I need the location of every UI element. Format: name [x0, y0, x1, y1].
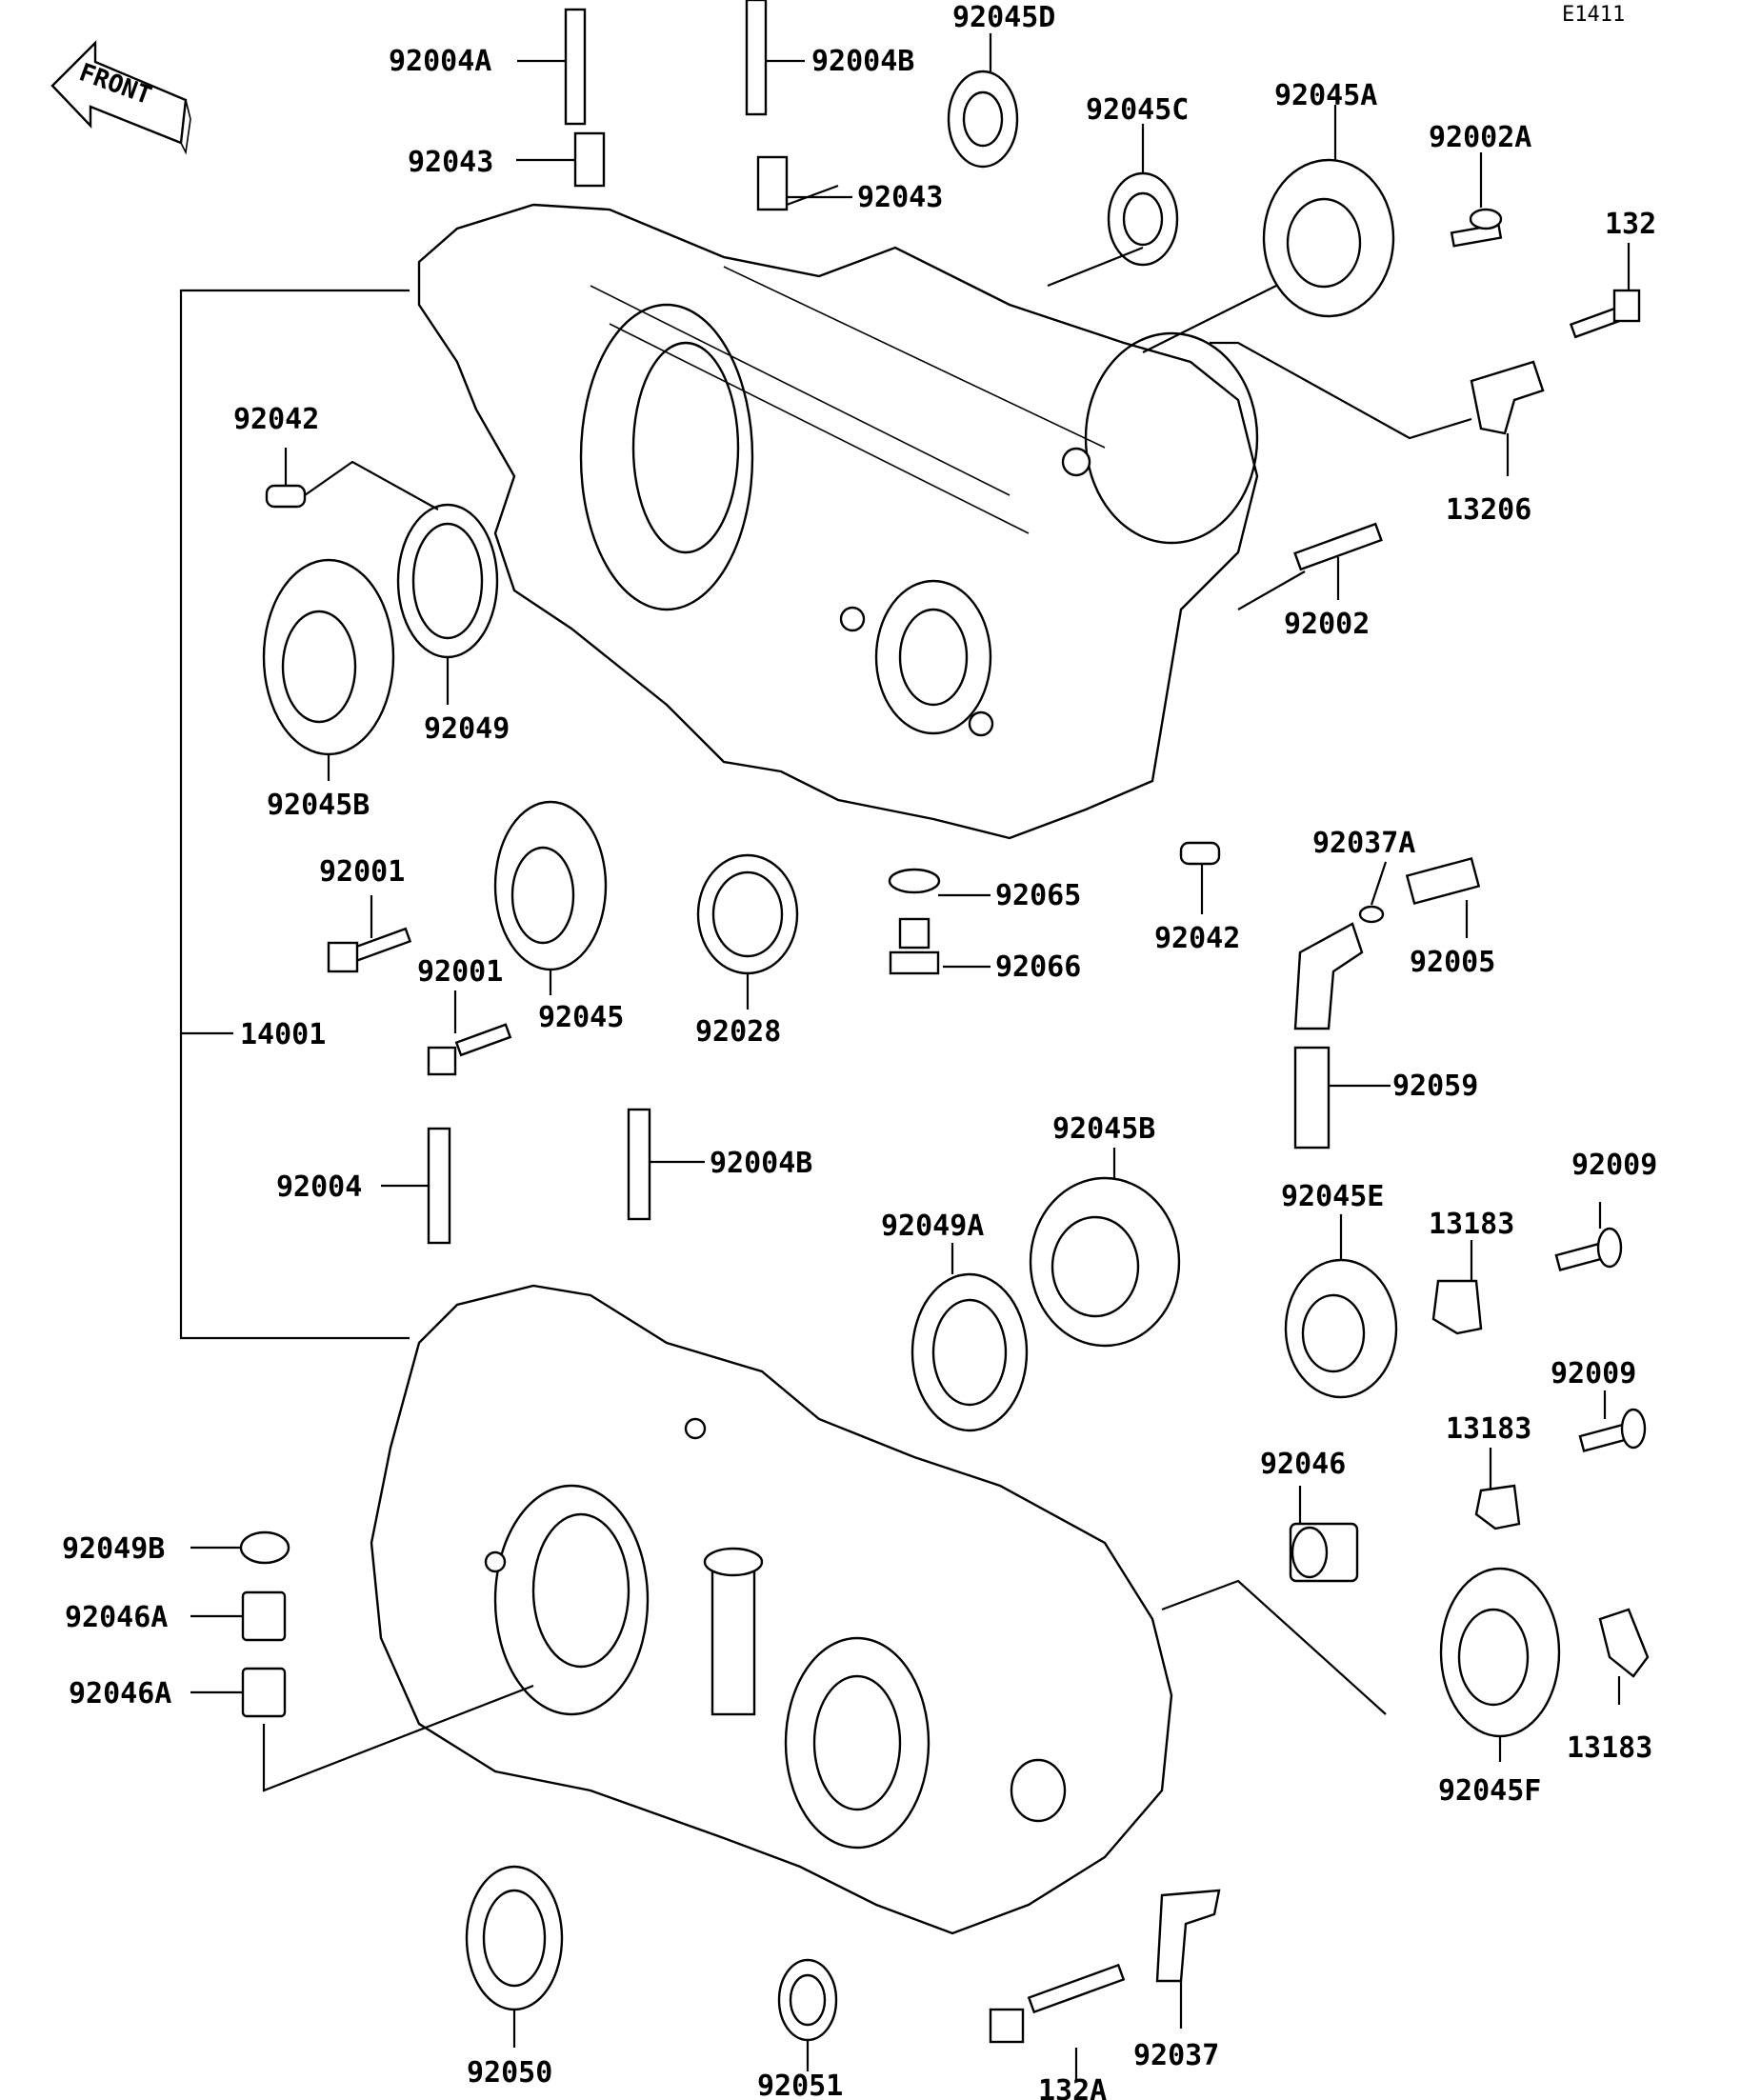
sleeve-92028: [696, 853, 799, 975]
label-14001: 14001: [240, 1018, 326, 1051]
bearing-92045B-lower: [1029, 1176, 1181, 1348]
screw-92002A: [1450, 208, 1503, 248]
label-92004A: 92004A: [389, 45, 491, 78]
label-92050: 92050: [467, 2056, 552, 2090]
screw-92009-b: [1578, 1408, 1647, 1452]
label-132A: 132A: [1038, 2074, 1107, 2100]
label-92049B: 92049B: [62, 1532, 165, 1566]
oil-seal-92051: [777, 1958, 838, 2042]
stud-92004B-upper: [745, 0, 768, 116]
label-92043-right: 92043: [857, 181, 943, 214]
bracket-13183-c: [1598, 1608, 1650, 1678]
label-92037A: 92037A: [1312, 827, 1415, 860]
label-92043-left: 92043: [408, 146, 493, 179]
fitting-92005: [1405, 856, 1481, 906]
label-92004B-lower: 92004B: [710, 1147, 812, 1180]
plug-92066: [889, 917, 940, 975]
bolt-92001-b: [427, 1023, 512, 1076]
stud-92004A: [564, 8, 587, 126]
bracket-13183-a: [1431, 1279, 1483, 1335]
clip-92037A: [1358, 905, 1385, 924]
oil-seal-92050: [465, 1865, 564, 2011]
bearing-92045: [493, 800, 608, 971]
dowel-92042-upper: [265, 484, 307, 509]
dowel-92043-left: [573, 131, 606, 188]
front-arrow-icon: FRONT: [50, 40, 191, 155]
label-92004: 92004: [276, 1170, 362, 1204]
label-92049: 92049: [424, 712, 510, 746]
label-92045F: 92045F: [1438, 1774, 1541, 1808]
needle-bearing-92046: [1289, 1522, 1359, 1583]
label-92009-b: 92009: [1551, 1357, 1636, 1390]
label-92051: 92051: [757, 2070, 843, 2100]
label-92045E: 92045E: [1281, 1180, 1384, 1213]
stud-92004B-lower: [627, 1108, 651, 1221]
bearing-92045E: [1284, 1258, 1398, 1399]
label-132: 132: [1605, 208, 1656, 241]
needle-bearing-92046A-a: [241, 1590, 287, 1642]
bearing-92045B-upper: [262, 558, 395, 756]
bearing-92045D: [947, 70, 1019, 169]
label-92045D: 92045D: [952, 1, 1055, 34]
label-92037: 92037: [1133, 2039, 1219, 2072]
washer-92065: [888, 868, 941, 894]
bolt-132A: [989, 1963, 1126, 2044]
upper-crankcase-half: [417, 203, 1259, 840]
label-92002: 92002: [1284, 608, 1370, 641]
bearing-92045A: [1262, 158, 1395, 318]
label-92046: 92046: [1260, 1448, 1346, 1481]
label-92049A: 92049A: [881, 1210, 984, 1243]
label-92028: 92028: [695, 1015, 781, 1049]
bracket-13183-b: [1474, 1484, 1521, 1530]
label-92005: 92005: [1410, 946, 1495, 979]
fitting-92002: [1293, 522, 1383, 571]
clamp-92037: [1155, 1889, 1221, 1983]
leader-lines: [179, 33, 1631, 2081]
label-92001-b: 92001: [417, 955, 503, 989]
screw-92009-a: [1554, 1227, 1623, 1271]
label-92045C: 92045C: [1086, 93, 1189, 127]
label-13183-b: 13183: [1446, 1412, 1531, 1446]
label-92042-upper: 92042: [233, 403, 319, 436]
label-92045B-lower: 92045B: [1052, 1112, 1155, 1146]
bearing-92045C: [1107, 171, 1179, 267]
bearing-92045F: [1439, 1567, 1561, 1738]
bracket-13206: [1470, 360, 1545, 435]
label-92066: 92066: [995, 950, 1081, 984]
label-92045: 92045: [538, 1001, 624, 1034]
bolt-92001-a: [327, 927, 412, 973]
stud-92004-lower: [427, 1127, 451, 1245]
oil-seal-92049A: [911, 1272, 1029, 1432]
label-92009-a: 92009: [1571, 1149, 1657, 1182]
dowel-92043-right: [756, 155, 789, 211]
label-92046A-b: 92046A: [69, 1677, 171, 1710]
bolt-132: [1569, 289, 1641, 339]
label-13183-a: 13183: [1429, 1208, 1514, 1241]
label-92004B-top: 92004B: [811, 45, 914, 78]
oil-seal-92049: [396, 503, 499, 659]
label-92045B-upper: 92045B: [267, 789, 370, 822]
lower-crankcase-half: [370, 1284, 1173, 1935]
hose-92059: [1293, 922, 1364, 1150]
label-92046A-a: 92046A: [65, 1601, 168, 1634]
diagram-code: E1411: [1562, 3, 1625, 27]
dowel-92042-lower: [1179, 841, 1221, 866]
label-92002A: 92002A: [1429, 121, 1531, 154]
label-92045A: 92045A: [1274, 79, 1377, 112]
label-92065: 92065: [995, 879, 1081, 912]
label-92059: 92059: [1392, 1070, 1478, 1103]
label-92001-a: 92001: [319, 855, 405, 889]
needle-bearing-92046A-b: [241, 1667, 287, 1718]
label-92042-lower: 92042: [1154, 922, 1240, 955]
label-13183-c: 13183: [1567, 1731, 1652, 1765]
part-labels: 92004A 92004B 92045D 92043 92043 92045C …: [62, 1, 1657, 2100]
label-13206: 13206: [1446, 493, 1531, 527]
washer-92049B: [239, 1530, 290, 1565]
